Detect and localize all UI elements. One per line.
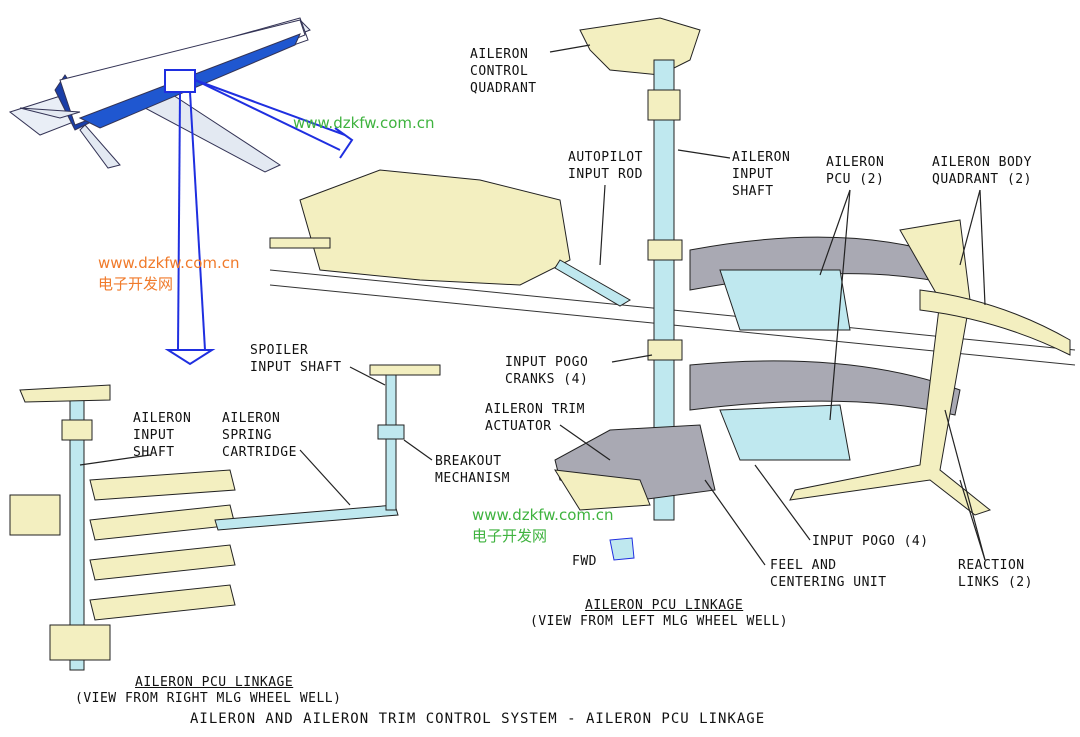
label-input-pogo: INPUT POGO (4) — [812, 533, 929, 550]
label-line: BREAKOUT — [435, 454, 502, 469]
label-line: INPUT ROD — [568, 167, 643, 182]
label-line: QUADRANT — [470, 81, 537, 96]
label-line: CONTROL — [470, 64, 529, 79]
label-line: SPOILER — [250, 343, 309, 358]
label-line: INPUT — [732, 167, 774, 182]
watermark-url: www.dzkfw.com.cn — [293, 114, 435, 132]
label-line: SPRING — [222, 428, 272, 443]
label-line: LINKS (2) — [958, 575, 1033, 590]
label-aileron-trim-actuator: AILERON TRIM ACTUATOR — [485, 401, 585, 435]
label-aileron-input-shaft-right: AILERON INPUT SHAFT — [133, 410, 191, 461]
watermark-url: www.dzkfw.com.cn — [472, 506, 614, 524]
label-line: AILERON — [732, 150, 791, 165]
airplane-illustration — [8, 17, 311, 173]
label-spoiler-input-shaft: SPOILER INPUT SHAFT — [250, 342, 342, 376]
label-line: CARTRIDGE — [222, 445, 297, 460]
label-aileron-body-quadrant: AILERON BODY QUADRANT (2) — [932, 154, 1032, 188]
caption-left-view-title: AILERON PCU LINKAGE — [585, 598, 744, 613]
right-view-linkage — [9, 364, 441, 671]
label-line: PCU (2) — [826, 172, 885, 187]
label-line: CRANKS (4) — [505, 372, 589, 387]
watermark-url: www.dzkfw.com.cn — [98, 254, 240, 272]
caption-right-view-title: AILERON PCU LINKAGE — [135, 675, 294, 690]
label-line: AILERON — [470, 47, 529, 62]
label-line: AILERON — [133, 411, 192, 426]
label-line: INPUT SHAFT — [250, 360, 342, 375]
label-line: QUADRANT (2) — [932, 172, 1032, 187]
label-line: ACTUATOR — [485, 419, 552, 434]
label-feel-centering-unit: FEEL AND CENTERING UNIT — [770, 557, 887, 591]
label-line: CENTERING UNIT — [770, 575, 887, 590]
label-reaction-links: REACTION LINKS (2) — [958, 557, 1033, 591]
location-pointers — [164, 69, 354, 366]
caption-left-view-subtitle: (VIEW FROM LEFT MLG WHEEL WELL) — [530, 614, 789, 629]
watermark-cn: 电子开发网 — [472, 527, 548, 545]
label-line: REACTION — [958, 558, 1025, 573]
watermark-cn: 电子开发网 — [98, 275, 174, 293]
label-line: MECHANISM — [435, 471, 510, 486]
label-line: INPUT POGO — [505, 355, 589, 370]
label-aileron-control-quadrant: AILERON CONTROL QUADRANT — [470, 46, 537, 97]
label-line: SHAFT — [732, 184, 774, 199]
left-view-linkage — [269, 17, 1076, 561]
label-line: AUTOPILOT — [568, 150, 643, 165]
label-line: INPUT POGO (4) — [812, 534, 929, 549]
label-autopilot-input-rod: AUTOPILOT INPUT ROD — [568, 149, 643, 183]
label-aileron-pcu: AILERON PCU (2) — [826, 154, 884, 188]
label-line: SHAFT — [133, 445, 175, 460]
label-breakout-mechanism: BREAKOUT MECHANISM — [435, 453, 510, 487]
label-line: AILERON TRIM — [485, 402, 585, 417]
label-line: AILERON BODY — [932, 155, 1032, 170]
leader-lines — [79, 44, 986, 566]
caption-right-view-subtitle: (VIEW FROM RIGHT MLG WHEEL WELL) — [75, 691, 342, 706]
label-line: FEEL AND — [770, 558, 837, 573]
label-aileron-input-shaft-left: AILERON INPUT SHAFT — [732, 149, 790, 200]
label-aileron-spring-cartridge: AILERON SPRING CARTRIDGE — [222, 410, 297, 461]
label-line: INPUT — [133, 428, 175, 443]
diagram-title: AILERON AND AILERON TRIM CONTROL SYSTEM … — [190, 711, 766, 727]
label-line: AILERON — [826, 155, 885, 170]
label-line: AILERON — [222, 411, 281, 426]
label-input-pogo-cranks: INPUT POGO CRANKS (4) — [505, 354, 588, 388]
label-fwd: FWD — [572, 554, 597, 569]
